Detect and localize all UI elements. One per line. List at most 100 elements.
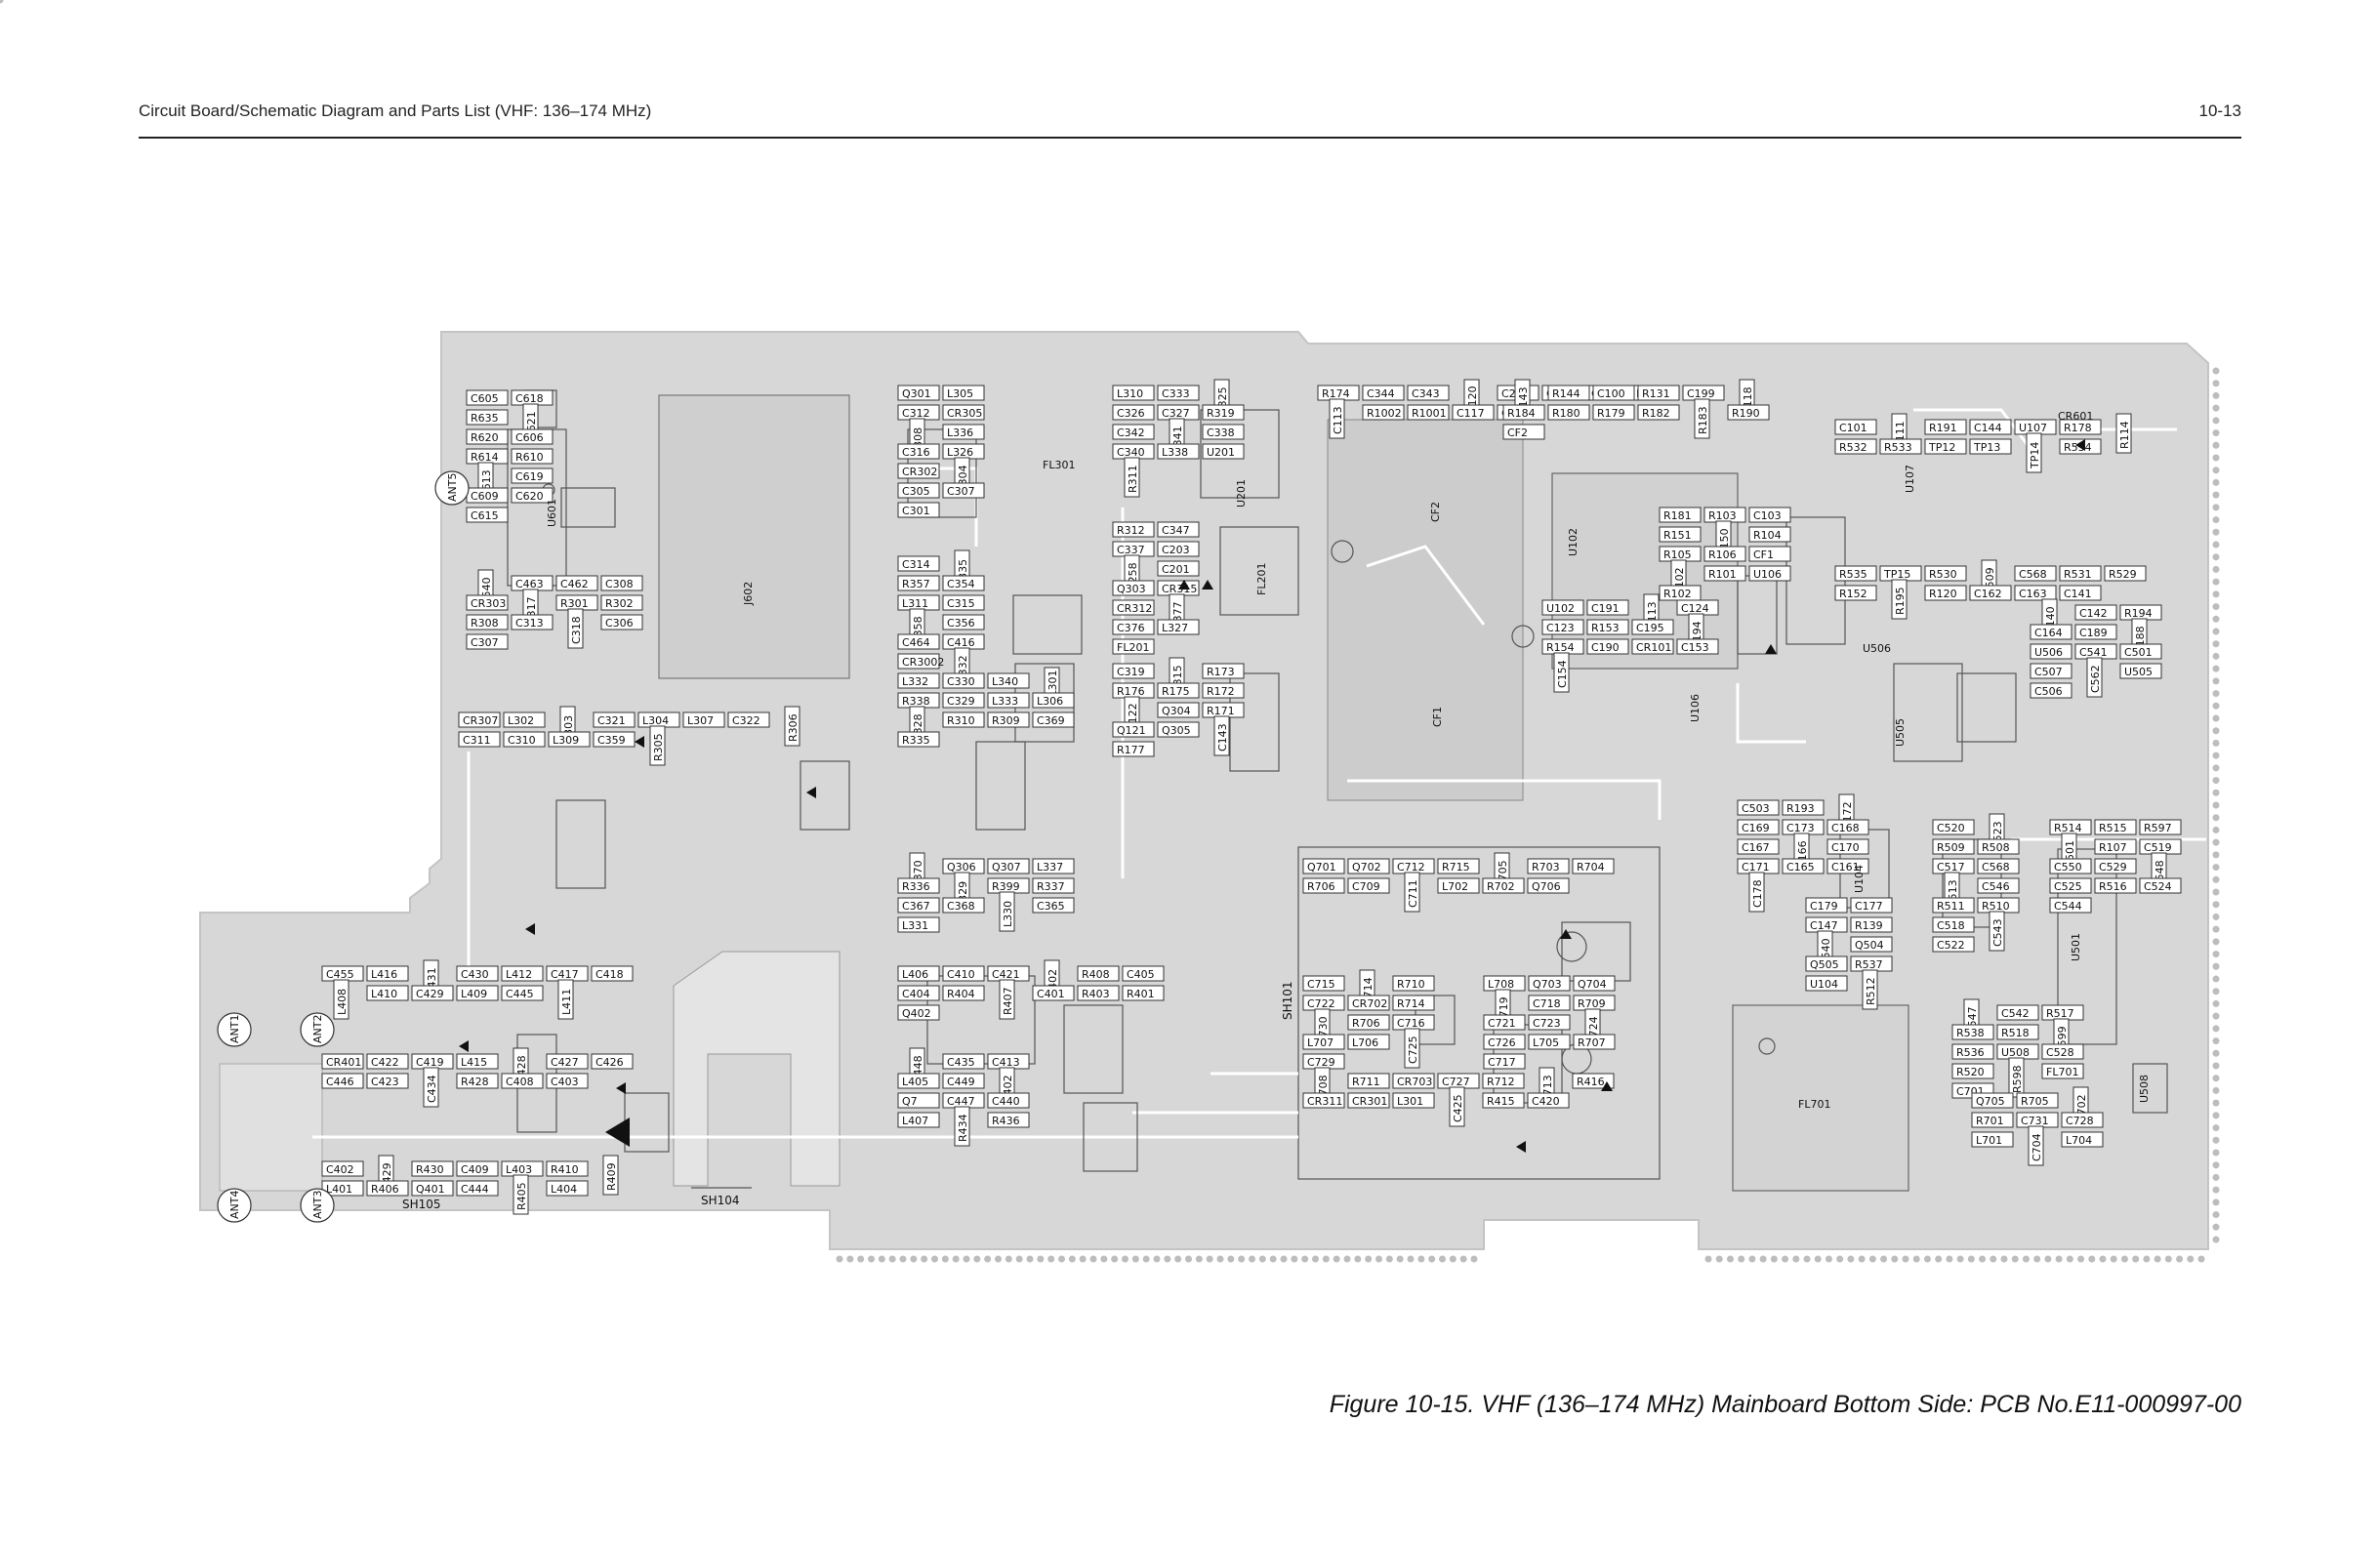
- component-label: C189: [2074, 624, 2117, 640]
- component-ref: C618: [515, 392, 544, 405]
- component-label: C609: [466, 487, 509, 504]
- via-dot: [2120, 1255, 2128, 1263]
- component-label: R191: [1924, 419, 1967, 435]
- via-dot: [1079, 1255, 1087, 1263]
- component-label: U104: [1805, 975, 1848, 992]
- component-label: R310: [942, 711, 985, 728]
- page-number: 10-13: [2198, 102, 2241, 120]
- via-dot: [1923, 1255, 1931, 1263]
- component-label: C327: [1157, 404, 1200, 421]
- component-label: C165: [1782, 858, 1825, 874]
- component-label: C723: [1528, 1014, 1571, 1031]
- component-label: C716: [1392, 1014, 1435, 1031]
- component-ref: C307: [471, 636, 499, 649]
- via-dot: [2212, 665, 2220, 672]
- via-dot: [1979, 1255, 1987, 1263]
- component-ref: R410: [551, 1163, 579, 1176]
- component-ref: C709: [1352, 880, 1380, 893]
- component-label: R131: [1637, 385, 1680, 401]
- component-label: C715: [1302, 975, 1345, 992]
- component-label: C568: [2014, 565, 2057, 582]
- component-label: CR301: [1347, 1092, 1390, 1109]
- component-ref: C729: [1307, 1056, 1335, 1069]
- section-label-sh101: SH101: [1281, 981, 1294, 1020]
- component-label: L333: [987, 692, 1030, 709]
- component-label: R711: [1347, 1073, 1390, 1089]
- component-label: C195: [1631, 619, 1674, 635]
- component-label: C464: [897, 633, 940, 650]
- component-ref: C449: [947, 1076, 975, 1088]
- component-label: CR307: [458, 711, 501, 728]
- component-label: R610: [511, 448, 554, 465]
- component-ref: L305: [947, 387, 973, 400]
- via-dot: [1990, 1255, 1997, 1263]
- component-label: L327: [1157, 619, 1200, 635]
- via-dot: [1195, 1255, 1203, 1263]
- component-ref: CR303: [471, 597, 506, 610]
- component-label: CF1: [1748, 546, 1791, 562]
- via-dot: [2212, 516, 2220, 524]
- component-ref: L707: [1307, 1036, 1334, 1049]
- component-label: R537: [1850, 955, 1893, 972]
- component-ref: C408: [506, 1076, 534, 1088]
- via-dot: [1759, 1255, 1767, 1263]
- via-dot: [2212, 1075, 2220, 1082]
- component-ref: C430: [461, 968, 489, 981]
- large-part-label: FL701: [1798, 1098, 1830, 1111]
- component-label: R512: [1862, 969, 1878, 1010]
- component-label: C340: [1112, 443, 1155, 460]
- component-label: Q505: [1805, 955, 1848, 972]
- component-label: L331: [897, 916, 940, 933]
- component-label: R105: [1659, 546, 1702, 562]
- component-label: R101: [1703, 565, 1746, 582]
- component-label: R536: [1951, 1043, 1994, 1060]
- via-dot: [1291, 1255, 1298, 1263]
- large-part-labels: J602FL301FL201FL701U102U201U601U107U104U…: [546, 410, 2151, 1111]
- component-ref: L705: [1533, 1036, 1559, 1049]
- component-label: C113: [1329, 398, 1345, 439]
- component-ref: R191: [1929, 422, 1957, 434]
- via-dot: [1185, 1255, 1192, 1263]
- component-label: R403: [1077, 985, 1120, 1001]
- component-label: Q701: [1302, 858, 1345, 874]
- component-ref: U102: [1546, 602, 1575, 615]
- component-ref: R416: [1577, 1076, 1605, 1088]
- component-label: C318: [567, 608, 584, 649]
- via-dot: [2212, 590, 2220, 598]
- via-dot: [2212, 1161, 2220, 1169]
- via-dot: [2212, 603, 2220, 611]
- component-ref: R536: [1956, 1046, 1985, 1059]
- component-label: C326: [1112, 404, 1155, 421]
- component-label: R184: [1502, 404, 1545, 421]
- component-label: C306: [600, 614, 643, 630]
- component-ref: R515: [2099, 822, 2127, 834]
- component-ref: U106: [1753, 568, 1782, 581]
- via-dot: [2212, 1112, 2220, 1119]
- component-ref: Q305: [1162, 724, 1191, 737]
- component-label: C455: [321, 965, 364, 982]
- component-label: C147: [1805, 916, 1848, 933]
- component-label: R401: [1122, 985, 1165, 1001]
- component-ref: R597: [2144, 822, 2172, 834]
- via-dot: [2212, 851, 2220, 859]
- component-ref: CF1: [1753, 549, 1774, 561]
- component-ref: R183: [1697, 406, 1709, 434]
- component-ref: R194: [2124, 607, 2153, 620]
- component-ref: L309: [553, 734, 579, 747]
- component-label: R309: [987, 711, 1030, 728]
- component-label: R635: [466, 409, 509, 426]
- component-ref: R106: [1708, 549, 1737, 561]
- via-dot: [836, 1255, 843, 1263]
- component-label: C620: [511, 487, 554, 504]
- component-ref: R706: [1352, 1017, 1380, 1030]
- component-ref: C124: [1681, 602, 1709, 615]
- component-label: CR702: [1347, 995, 1390, 1011]
- component-label: C329: [942, 692, 985, 709]
- component-label: C376: [1112, 619, 1155, 635]
- component-ref: C316: [902, 446, 930, 459]
- component-label: C354: [942, 575, 985, 591]
- component-label: R120: [1924, 585, 1967, 601]
- component-label: L412: [501, 965, 544, 982]
- component-label: C179: [1805, 897, 1848, 914]
- component-label: CR703: [1392, 1073, 1435, 1089]
